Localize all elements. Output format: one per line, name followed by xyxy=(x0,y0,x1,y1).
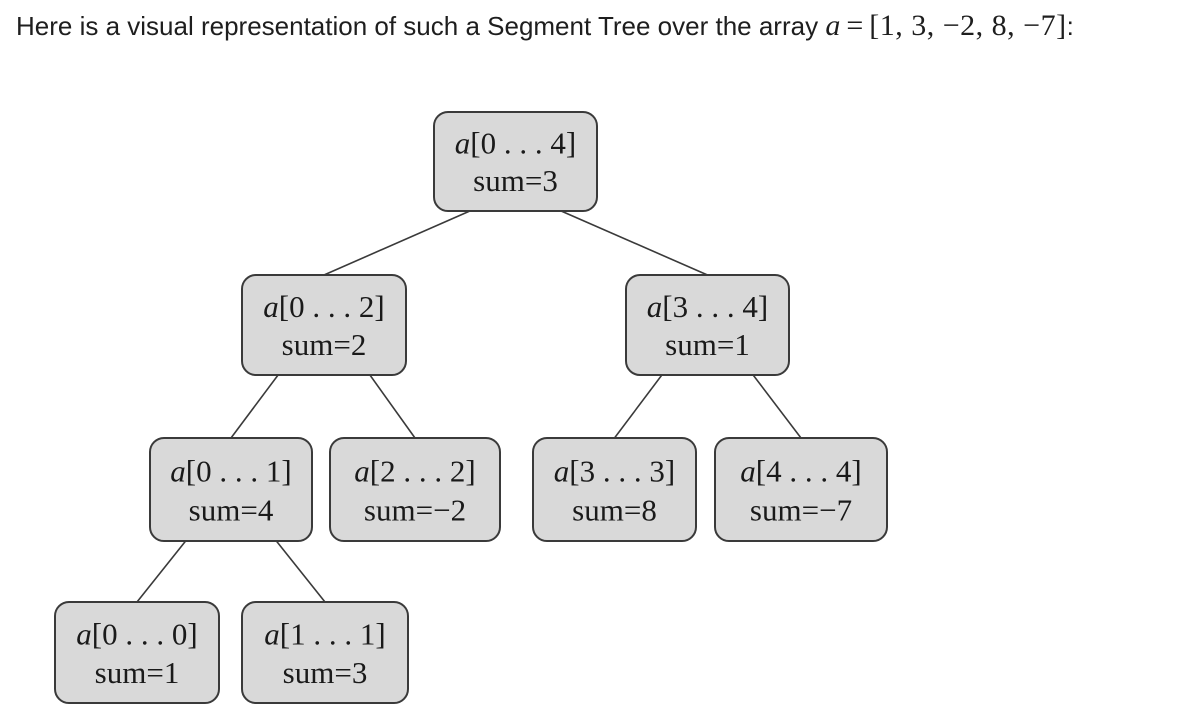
intro-sentence: Here is a visual representation of such … xyxy=(16,4,1074,48)
tree-edge xyxy=(560,210,708,276)
node-box xyxy=(149,437,313,542)
equals-sign: = xyxy=(846,9,864,42)
node-sum-label: sum=1 xyxy=(665,327,750,362)
node-range: [0 . . . 2] xyxy=(279,289,385,324)
node-range-label: a[2 . . . 2] xyxy=(354,453,475,488)
array-variable: a xyxy=(825,9,841,42)
node-range: [4 . . . 4] xyxy=(756,453,862,488)
node-var: a xyxy=(263,289,279,324)
node-range: [0 . . . 0] xyxy=(92,616,198,651)
node-sum-label: sum=1 xyxy=(95,655,180,690)
node-range-label: a[1 . . . 1] xyxy=(264,616,385,651)
node-var: a xyxy=(647,289,663,324)
node-range: [3 . . . 4] xyxy=(662,289,768,324)
tree-node: a[0 . . . 1] sum=4 xyxy=(149,437,313,542)
node-range: [3 . . . 3] xyxy=(569,453,675,488)
node-sum-label: sum=8 xyxy=(572,492,657,527)
node-box xyxy=(241,601,409,704)
node-range: [2 . . . 2] xyxy=(370,453,476,488)
node-var: a xyxy=(740,453,756,488)
array-formula: a=[1, 3, −2, 8, −7] xyxy=(825,9,1066,42)
node-var: a xyxy=(76,616,92,651)
tree-node: a[3 . . . 4]sum=1 xyxy=(625,274,790,376)
array-values: [1, 3, −2, 8, −7] xyxy=(869,9,1067,42)
tree-node: a[2 . . . 2] sum=−2 xyxy=(329,437,501,542)
node-range: [0 . . . 1] xyxy=(186,453,292,488)
node-box xyxy=(714,437,888,542)
node-range-label: a[0 . . . 4] xyxy=(455,126,576,161)
node-var: a xyxy=(170,453,186,488)
node-box xyxy=(532,437,697,542)
tree-edge xyxy=(752,374,802,439)
node-box xyxy=(329,437,501,542)
tree-node: a[0 . . . 2]sum=2 xyxy=(241,274,407,376)
tree-node: a[4 . . . 4] sum=−7 xyxy=(714,437,888,542)
node-box xyxy=(625,274,790,376)
node-sum-label: sum=3 xyxy=(283,655,368,690)
node-var: a xyxy=(554,453,570,488)
node-range: [0 . . . 4] xyxy=(470,126,576,161)
node-range: [1 . . . 1] xyxy=(280,616,386,651)
tree-node: a[0 . . . 0] sum=1 xyxy=(54,601,220,704)
node-sum-label: sum=2 xyxy=(282,327,367,362)
node-var: a xyxy=(264,616,280,651)
node-sum-label: sum=−7 xyxy=(750,492,852,527)
tree-edge xyxy=(369,374,416,439)
intro-text: Here is a visual representation of such … xyxy=(16,11,819,41)
node-box xyxy=(433,111,598,212)
node-box xyxy=(54,601,220,704)
node-range-label: a[4 . . . 4] xyxy=(740,453,861,488)
node-sum-label: sum=4 xyxy=(189,492,274,527)
node-range-label: a[3 . . . 4] xyxy=(647,289,768,324)
node-range-label: a[3 . . . 3] xyxy=(554,453,675,488)
tree-edge xyxy=(613,374,663,439)
tree-node: a[3 . . . 3] sum=8 xyxy=(532,437,697,542)
tree-node: a[0 . . . 4]sum=3 xyxy=(433,111,598,212)
tree-edge xyxy=(136,540,187,603)
node-sum-label: sum=−2 xyxy=(364,492,466,527)
node-sum-label: sum=3 xyxy=(473,163,558,198)
node-range-label: a[0 . . . 0] xyxy=(76,616,197,651)
tree-edge xyxy=(275,540,326,603)
node-range-label: a[0 . . . 1] xyxy=(170,453,291,488)
node-var: a xyxy=(455,126,471,161)
intro-colon: : xyxy=(1066,11,1074,41)
tree-edge xyxy=(323,210,471,276)
tree-edge xyxy=(230,374,279,439)
node-range-label: a[0 . . . 2] xyxy=(263,289,384,324)
tree-node: a[1 . . . 1] sum=3 xyxy=(241,601,409,704)
node-var: a xyxy=(354,453,370,488)
node-box xyxy=(241,274,407,376)
